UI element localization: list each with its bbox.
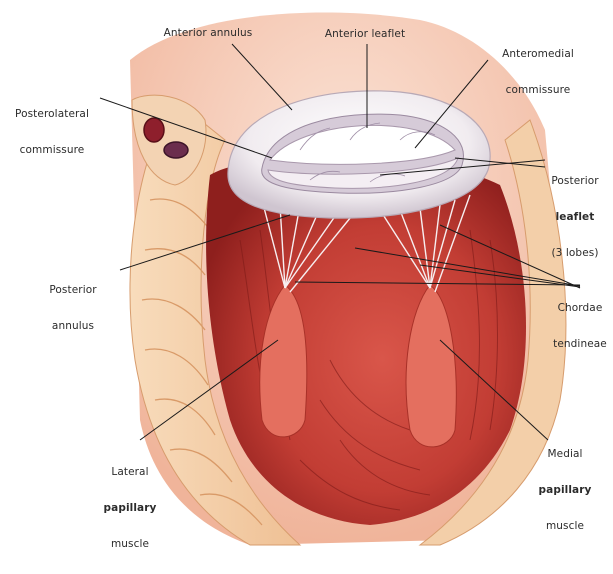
label-posterior-annulus-line2: annulus xyxy=(28,320,118,332)
label-anteromedial-line2: commissure xyxy=(468,84,608,96)
label-medial-papillary-line2: papillary xyxy=(525,484,605,496)
label-posterior-leaflet-line2: leaflet xyxy=(540,211,610,223)
label-anterior-leaflet: Anterior leaflet xyxy=(300,28,430,40)
label-medial-papillary-muscle: Medial papillary muscle xyxy=(525,424,605,556)
label-lateral-papillary-muscle: Lateral papillary muscle xyxy=(90,442,170,574)
label-lateral-papillary-line1: Lateral xyxy=(90,466,170,478)
label-chordae-line2: tendineae xyxy=(548,338,612,350)
coronary-artery xyxy=(144,118,164,142)
label-posterolateral-line2: commissure xyxy=(0,144,107,156)
mitral-valve-diagram: Anterior annulus Anterior leaflet Antero… xyxy=(0,0,613,562)
label-posterior-leaflet-line1: Posterior xyxy=(540,175,610,187)
label-posterolateral-line1: Posterolateral xyxy=(0,108,107,120)
label-lateral-papillary-line3: muscle xyxy=(90,538,170,550)
label-posterior-annulus-line1: Posterior xyxy=(28,284,118,296)
label-lateral-papillary-line2: papillary xyxy=(90,502,170,514)
label-anteromedial-line1: Anteromedial xyxy=(468,48,608,60)
label-medial-papillary-line1: Medial xyxy=(525,448,605,460)
label-medial-papillary-line3: muscle xyxy=(525,520,605,532)
label-posterior-leaflet: Posterior leaflet (3 lobes) xyxy=(540,151,610,283)
label-posterior-annulus: Posterior annulus xyxy=(28,260,118,356)
label-posterior-leaflet-line3: (3 lobes) xyxy=(540,247,610,259)
label-anterior-annulus: Anterior annulus xyxy=(143,27,273,39)
coronary-vein xyxy=(164,142,188,158)
label-anteromedial-commissure: Anteromedial commissure xyxy=(468,24,608,120)
label-posterolateral-commissure: Posterolateral commissure xyxy=(0,84,107,180)
label-chordae-tendineae: Chordae tendineae xyxy=(548,278,612,374)
label-chordae-line1: Chordae xyxy=(548,302,612,314)
